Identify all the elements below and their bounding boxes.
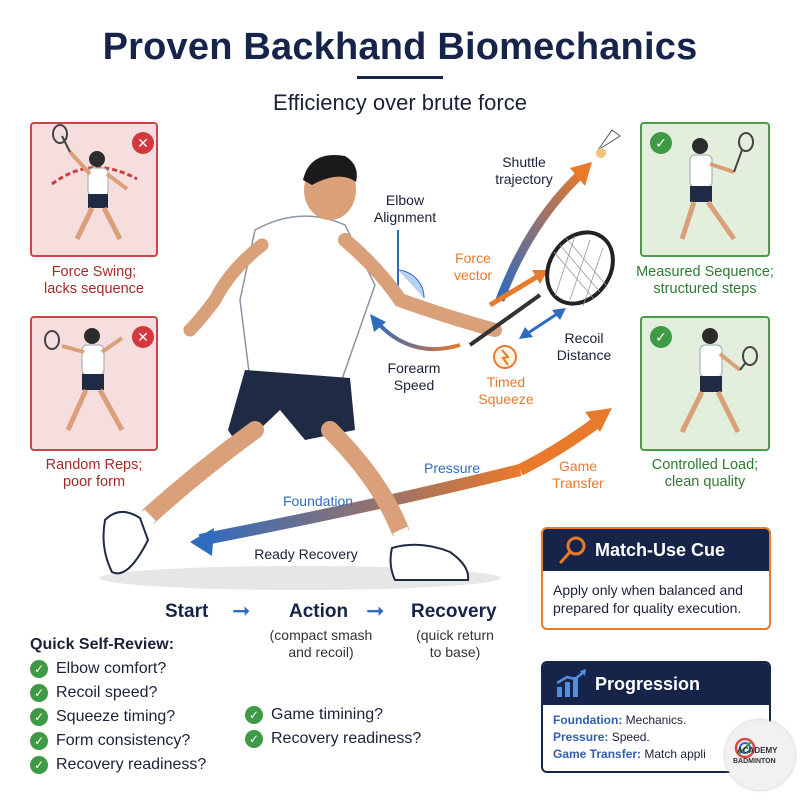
review-title: Quick Self-Review: xyxy=(30,636,175,653)
label-game-transfer: Game Transfer xyxy=(552,458,604,491)
card-random-reps: ✕ xyxy=(30,316,158,451)
label-recoil-distance: Recoil Distance xyxy=(556,330,612,363)
label-elbow-alignment: Elbow Alignment xyxy=(373,192,437,225)
progression-header xyxy=(543,663,769,705)
review-item: ✓Game timining? xyxy=(245,706,383,724)
check-icon: ✓ xyxy=(30,732,48,750)
player-figure-icon xyxy=(679,132,754,241)
label-pressure: Pressure xyxy=(423,460,481,476)
card-caption: Controlled Load; clean quality xyxy=(651,457,759,490)
check-icon: ✓ xyxy=(245,706,263,724)
review-item: ✓Recovery readiness? xyxy=(30,756,206,774)
check-icon: ✓ xyxy=(650,132,672,154)
check-icon: ✓ xyxy=(30,684,48,702)
flow-start: Start xyxy=(165,601,209,622)
page-subtitle: Efficiency over brute force xyxy=(273,90,527,115)
check-icon: ✓ xyxy=(650,326,672,348)
player-figure-icon xyxy=(44,328,125,432)
logo-text: BADMINTON xyxy=(733,758,776,765)
player-figure-icon xyxy=(51,124,138,241)
title-divider xyxy=(357,76,443,79)
arrow-right-icon: ➞ xyxy=(232,598,251,623)
label-shuttle-trajectory: Shuttle trajectory xyxy=(495,154,553,187)
error-icon: ✕ xyxy=(132,132,154,154)
label-forearm-speed: Forearm Speed xyxy=(387,360,441,393)
card-controlled-load: ✓ xyxy=(640,316,770,451)
racket-icon xyxy=(559,536,586,564)
review-item: ✓Elbow comfort? xyxy=(30,660,166,678)
progression-line: Foundation: Mechanics. xyxy=(553,713,687,727)
match-use-cue-panel: Match-Use Cue Apply only when balanced a… xyxy=(541,527,771,630)
cue-header xyxy=(543,529,769,571)
bar-chart-icon xyxy=(556,669,586,697)
label-timed-squeeze: Timed Squeeze xyxy=(478,374,534,407)
card-caption: Measured Sequence; structured steps xyxy=(636,264,774,297)
flow-action: Action xyxy=(289,601,349,622)
label-force-vector: Force vector xyxy=(453,250,493,283)
progression-line: Game Transfer: Match appli xyxy=(553,747,706,761)
check-icon: ✓ xyxy=(30,756,48,774)
player-figure-icon xyxy=(679,328,758,434)
label-foundation: Foundation xyxy=(282,493,354,509)
review-item: ✓Squeeze timing? xyxy=(30,708,175,726)
check-icon: ✓ xyxy=(245,730,263,748)
progression-line: Pressure: Speed. xyxy=(553,730,650,744)
check-icon: ✓ xyxy=(30,708,48,726)
flow-action-desc: (compact smash and recoil) xyxy=(269,627,373,660)
cue-text: Apply only when balanced and prepared fo… xyxy=(553,582,743,616)
logo-text: ACADEMY xyxy=(737,746,778,755)
review-item: ✓Form consistency? xyxy=(30,732,190,750)
review-item: ✓Recoil speed? xyxy=(30,684,157,702)
arrow-right-icon: ➞ xyxy=(366,598,385,623)
review-item: ✓Recovery readiness? xyxy=(245,730,421,748)
flow-recovery: Recovery xyxy=(411,601,497,622)
error-icon: ✕ xyxy=(132,326,154,348)
card-force-swing: ✕ xyxy=(30,122,158,257)
flow-recovery-desc: (quick return to base) xyxy=(416,627,494,660)
card-measured-sequence: ✓ xyxy=(640,122,770,257)
card-caption: Force Swing; lacks sequence xyxy=(44,264,144,297)
check-icon: ✓ xyxy=(30,660,48,678)
progression-title: Progression xyxy=(595,674,701,694)
card-caption: Random Reps; poor form xyxy=(45,457,143,490)
label-ready-recovery: Ready Recovery xyxy=(254,546,358,562)
logo-emblem-icon xyxy=(734,737,756,759)
cue-title: Match-Use Cue xyxy=(595,540,726,560)
page-title: Proven Backhand Biomechanics xyxy=(102,26,698,68)
academy-logo: ACADEMY BADMINTON xyxy=(725,720,795,790)
